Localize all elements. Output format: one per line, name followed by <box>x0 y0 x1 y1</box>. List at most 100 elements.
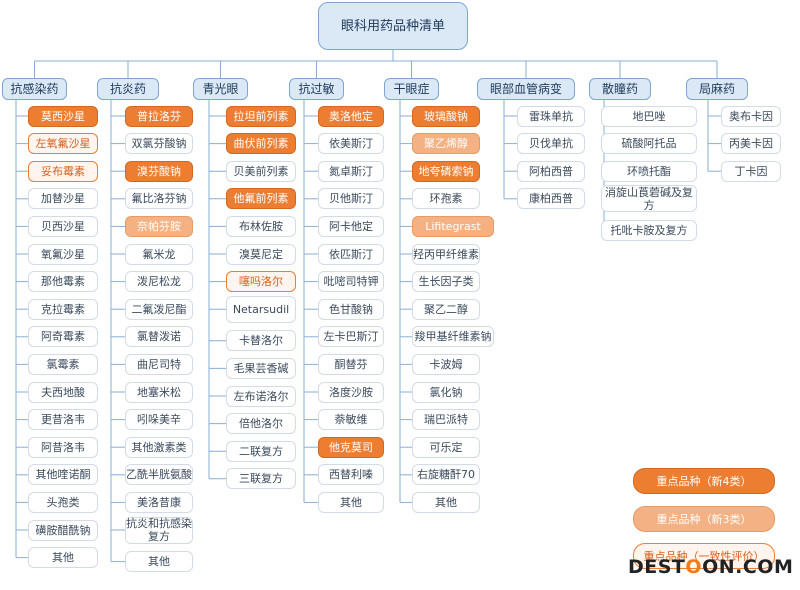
item-1-12: 更昔洛韦 <box>28 409 98 431</box>
item-6-2: 贝伐单抗 <box>517 133 585 155</box>
item-1-6: 氧氟沙星 <box>28 243 98 265</box>
item-2-9: 氯替泼诺 <box>125 326 193 348</box>
category-4: 抗过敏 <box>289 78 344 100</box>
item-5-7: 生长因子类 <box>412 271 480 293</box>
item-4-13: 他克莫司 <box>318 436 384 458</box>
item-3-5: 布林佐胺 <box>226 215 296 237</box>
item-5-4: 环孢素 <box>412 188 480 210</box>
item-3-4: 他氟前列素 <box>226 188 296 210</box>
item-2-10: 曲尼司特 <box>125 353 193 375</box>
category-5: 干眼症 <box>384 78 439 100</box>
item-3-2: 曲伏前列素 <box>226 133 296 155</box>
item-1-3: 妥布霉素 <box>28 160 98 182</box>
item-2-15: 美洛昔康 <box>125 491 193 513</box>
item-1-1: 莫西沙星 <box>28 105 98 127</box>
item-2-2: 双氯芬酸钠 <box>125 133 193 155</box>
item-8-3: 丁卡因 <box>721 160 781 182</box>
item-6-3: 阿柏西普 <box>517 160 585 182</box>
item-2-16: 抗炎和抗感染复方 <box>125 516 193 544</box>
item-1-4: 加替沙星 <box>28 188 98 210</box>
item-7-1: 地巴唑 <box>601 105 697 127</box>
legend-item-2: 重点品种（新3类） <box>633 506 775 532</box>
item-3-10: 毛果芸香碱 <box>226 357 296 379</box>
item-1-10: 氯霉素 <box>28 353 98 375</box>
item-2-3: 溴芬酸钠 <box>125 160 193 182</box>
item-1-5: 贝西沙星 <box>28 215 98 237</box>
category-2: 抗炎药 <box>97 78 159 100</box>
item-5-8: 聚乙二醇 <box>412 298 480 320</box>
item-4-11: 洛度沙胺 <box>318 381 384 403</box>
item-2-5: 奈帕芬胺 <box>125 215 193 237</box>
item-1-11: 夫西地酸 <box>28 381 98 403</box>
item-1-17: 其他 <box>28 547 98 569</box>
item-6-4: 康柏西普 <box>517 188 585 210</box>
item-7-5: 托吡卡胺及复方 <box>601 219 697 241</box>
item-5-3: 地夸磷索钠 <box>412 160 480 182</box>
item-1-2: 左氧氟沙星 <box>28 133 98 155</box>
item-4-4: 贝他斯汀 <box>318 188 384 210</box>
item-5-9: 羧甲基纤维素钠 <box>412 326 494 348</box>
item-7-2: 硫酸阿托品 <box>601 133 697 155</box>
item-5-12: 瑞巴派特 <box>412 409 480 431</box>
item-1-15: 头孢类 <box>28 491 98 513</box>
item-3-6: 溴莫尼定 <box>226 243 296 265</box>
item-3-1: 拉坦前列素 <box>226 105 296 127</box>
item-5-6: 羟丙甲纤维素 <box>412 243 480 265</box>
item-2-14: 乙酰半胱氨酸 <box>125 464 193 486</box>
item-1-9: 阿奇霉素 <box>28 326 98 348</box>
item-3-13: 二联复方 <box>226 440 296 462</box>
watermark-logo: DESTOON.COM <box>628 556 794 578</box>
item-3-7: 噻吗洛尔 <box>226 271 296 293</box>
item-4-3: 氮卓斯汀 <box>318 160 384 182</box>
item-2-17: 其他 <box>125 551 193 573</box>
item-3-11: 左布诺洛尔 <box>226 385 296 407</box>
item-2-7: 泼尼松龙 <box>125 271 193 293</box>
item-4-9: 左卡巴斯汀 <box>318 326 384 348</box>
item-4-10: 酮替芬 <box>318 353 384 375</box>
legend-item-3: 重点品种（一致性评价） <box>633 543 775 569</box>
item-3-12: 倍他洛尔 <box>226 413 296 435</box>
item-4-7: 吡嘧司特钾 <box>318 271 384 293</box>
item-4-15: 其他 <box>318 491 384 513</box>
item-4-1: 奥洛他定 <box>318 105 384 127</box>
item-1-7: 那他霉素 <box>28 271 98 293</box>
item-5-2: 聚乙烯醇 <box>412 133 480 155</box>
item-2-4: 氟比洛芬钠 <box>125 188 193 210</box>
item-5-13: 可乐定 <box>412 436 480 458</box>
item-3-8: Netarsudil <box>226 295 296 323</box>
item-5-14: 右旋糖酐70 <box>412 464 480 486</box>
item-4-8: 色甘酸钠 <box>318 298 384 320</box>
item-1-8: 克拉霉素 <box>28 298 98 320</box>
item-6-1: 雷珠单抗 <box>517 105 585 127</box>
item-2-1: 普拉洛芬 <box>125 105 193 127</box>
item-2-8: 二氟泼尼酯 <box>125 298 193 320</box>
item-3-9: 卡替洛尔 <box>226 330 296 352</box>
legend-item-1: 重点品种（新4类） <box>633 468 775 494</box>
item-1-14: 其他喹诺酮 <box>28 464 98 486</box>
item-7-4: 消旋山莨菪碱及复方 <box>601 185 697 213</box>
category-3: 青光眼 <box>193 78 248 100</box>
root-title: 眼科用药品种清单 <box>318 2 468 50</box>
item-2-12: 吲哚美辛 <box>125 409 193 431</box>
item-4-12: 萘敏维 <box>318 409 384 431</box>
item-1-13: 阿昔洛韦 <box>28 436 98 458</box>
item-8-1: 奥布卡因 <box>721 105 781 127</box>
item-1-16: 磺胺醋酰钠 <box>28 519 98 541</box>
item-2-11: 地塞米松 <box>125 381 193 403</box>
item-5-11: 氯化钠 <box>412 381 480 403</box>
item-4-2: 依美斯汀 <box>318 133 384 155</box>
item-5-15: 其他 <box>412 491 480 513</box>
item-2-13: 其他激素类 <box>125 436 193 458</box>
item-3-3: 贝美前列素 <box>226 160 296 182</box>
item-2-6: 氟米龙 <box>125 243 193 265</box>
category-7: 散瞳药 <box>589 78 651 100</box>
item-3-14: 三联复方 <box>226 468 296 490</box>
item-4-14: 西替利嗪 <box>318 464 384 486</box>
category-1: 抗感染药 <box>2 78 67 100</box>
item-5-5: Lifitegrast <box>412 215 494 237</box>
item-8-2: 丙美卡因 <box>721 133 781 155</box>
item-5-10: 卡波姆 <box>412 353 480 375</box>
item-4-6: 依匹斯汀 <box>318 243 384 265</box>
category-6: 眼部血管病变 <box>477 78 575 100</box>
